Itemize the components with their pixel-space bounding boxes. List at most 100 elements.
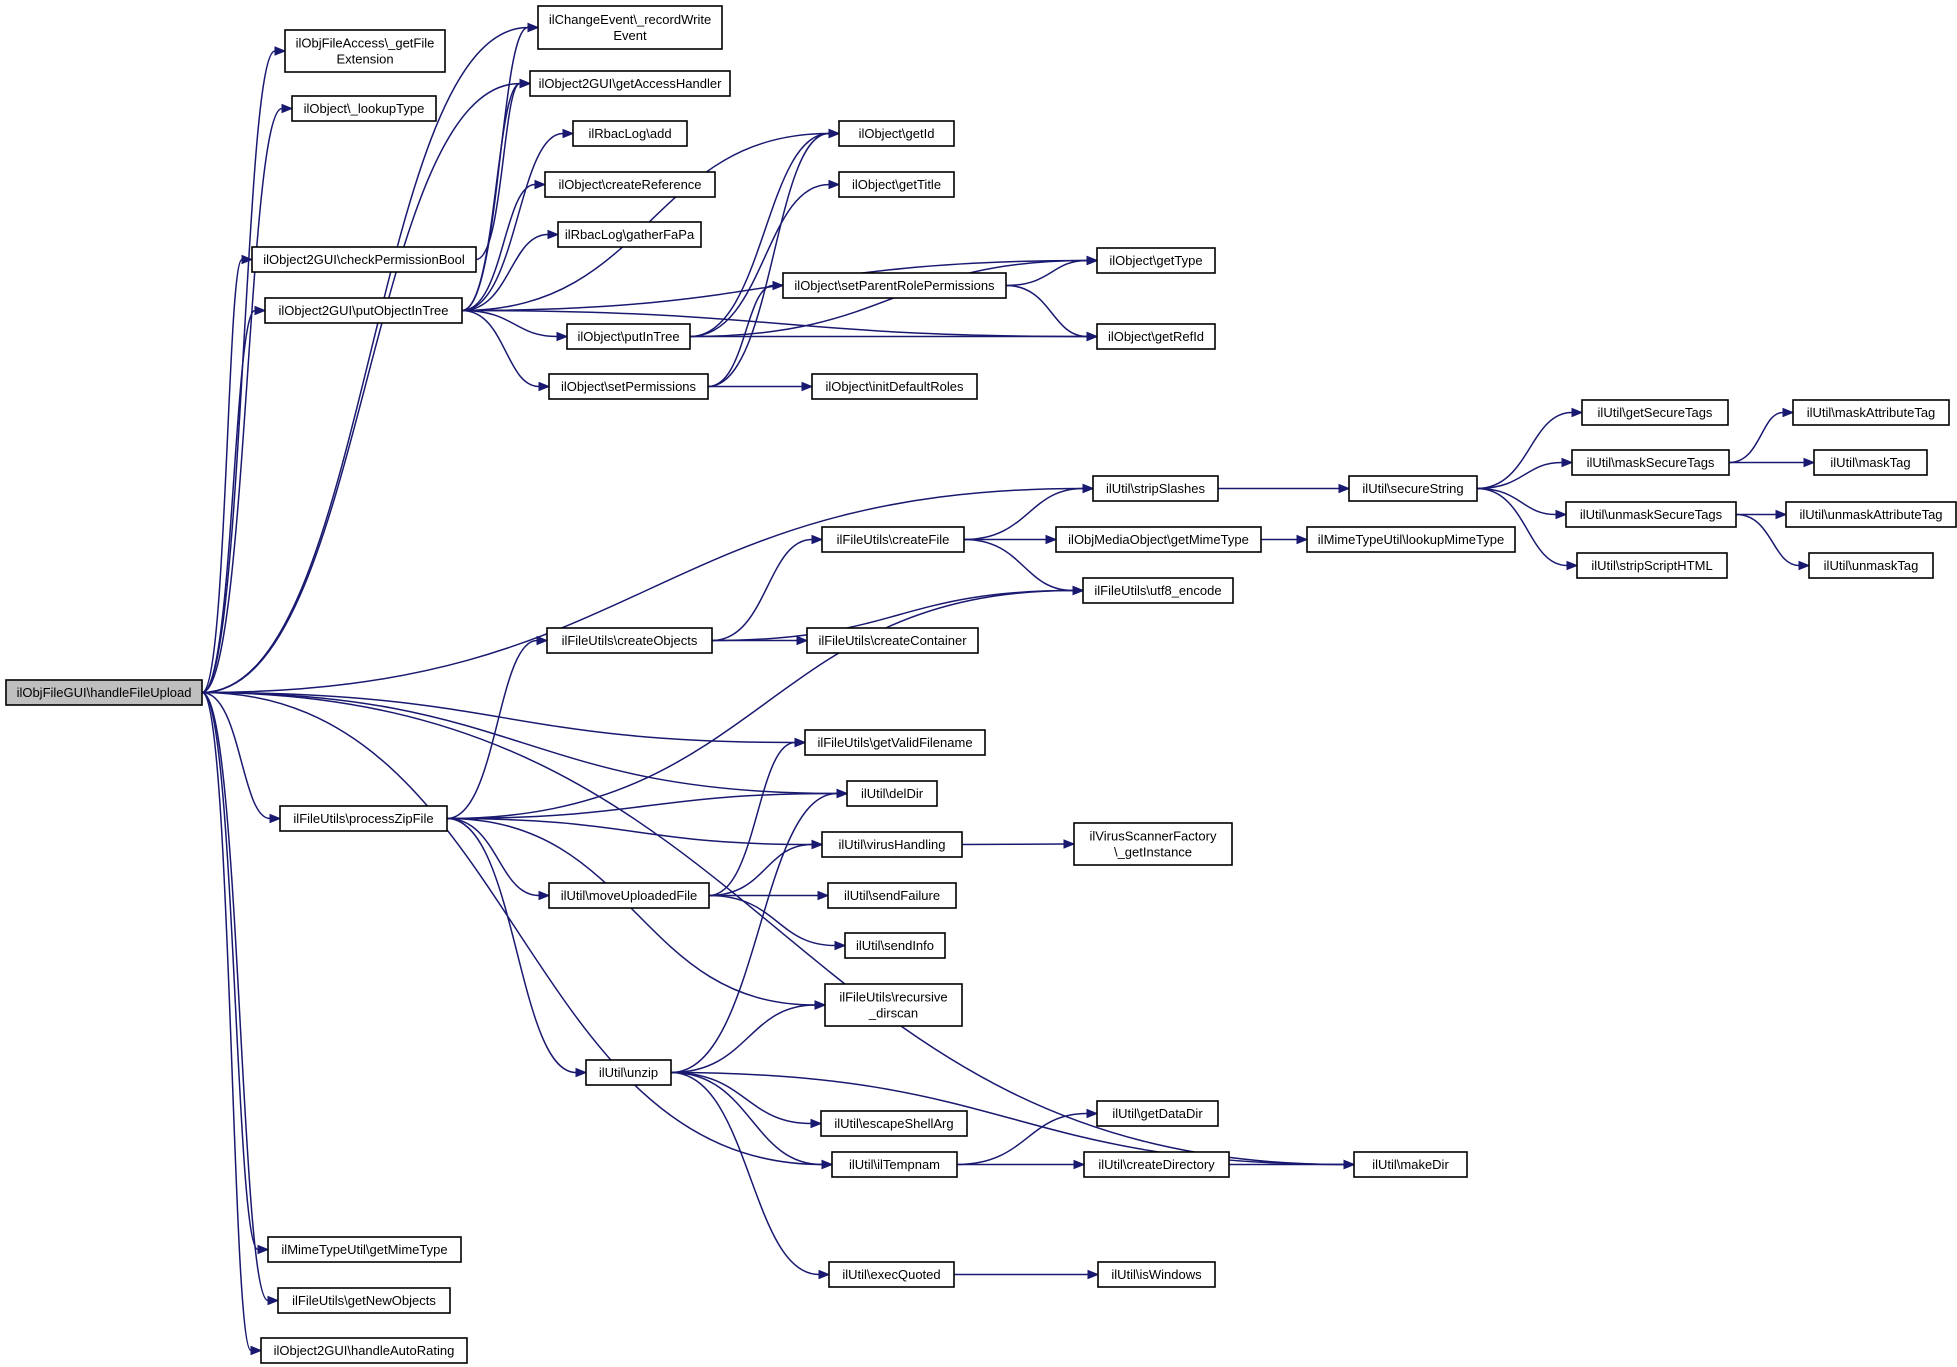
node-strip-slashes[interactable]: ilUtil\stripSlashes (1092, 475, 1219, 502)
node-virus-get-instance[interactable]: ilVirusScannerFactory\_getInstance (1073, 822, 1233, 866)
node-put-in-tree[interactable]: ilObject\putInTree (566, 323, 691, 350)
node-label-line: ilObject\getType (1109, 253, 1202, 268)
node-unzip[interactable]: ilUtil\unzip (585, 1059, 672, 1086)
node-media-get-mime-type[interactable]: ilObjMediaObject\getMimeType (1055, 526, 1262, 553)
edge-line (461, 132, 564, 312)
arrowhead-icon (828, 128, 841, 139)
node-recursive-dirscan[interactable]: ilFileUtils\recursive_dirscan (824, 983, 963, 1027)
node-get-new-objects[interactable]: ilFileUtils\getNewObjects (277, 1287, 451, 1314)
node-mask-attribute-tag[interactable]: ilUtil\maskAttributeTag (1792, 399, 1950, 426)
node-handle-file-upload[interactable]: ilObjFileGUI\handleFileUpload (5, 679, 203, 706)
node-secure-string[interactable]: ilUtil\secureString (1348, 475, 1478, 502)
node-create-objects[interactable]: ilFileUtils\createObjects (546, 627, 713, 654)
edge-line (1005, 284, 1088, 338)
edge-mask-secure-tags-to-mask-tag (1728, 457, 1816, 468)
node-label-line: ilObject\createReference (558, 177, 701, 192)
node-get-type[interactable]: ilObject\getType (1096, 247, 1216, 274)
node-get-data-dir[interactable]: ilUtil\getDataDir (1096, 1100, 1219, 1127)
node-label-line: ilObject\getId (859, 126, 935, 141)
node-process-zip-file[interactable]: ilFileUtils\processZipFile (279, 805, 448, 832)
node-box (264, 297, 463, 324)
node-get-mime-type[interactable]: ilMimeTypeUtil\getMimeType (267, 1236, 462, 1263)
node-get-ref-id[interactable]: ilObject\getRefId (1096, 323, 1216, 350)
node-mask-tag[interactable]: ilUtil\maskTag (1813, 449, 1928, 476)
edge-line (201, 26, 529, 694)
node-lookup-mime-type[interactable]: ilMimeTypeUtil\lookupMimeType (1306, 526, 1516, 553)
edge-process-zip-file-to-recursive-dirscan (446, 817, 827, 1010)
node-make-dir[interactable]: ilUtil\makeDir (1353, 1151, 1468, 1178)
node-create-container[interactable]: ilFileUtils\createContainer (806, 627, 979, 654)
node-get-id[interactable]: ilObject\getId (838, 120, 955, 147)
node-set-permissions[interactable]: ilObject\setPermissions (548, 373, 709, 400)
node-handle-auto-rating[interactable]: ilObject2GUI\handleAutoRating (260, 1337, 468, 1364)
node-get-title[interactable]: ilObject\getTitle (838, 171, 955, 198)
node-box (821, 831, 963, 858)
node-label-line: ilUtil\moveUploadedFile (561, 888, 698, 903)
node-lookup-type[interactable]: ilObject\_lookupType (291, 95, 437, 122)
node-label: ilUtil\createDirectory (1098, 1157, 1215, 1172)
node-label-line: ilVirusScannerFactory (1090, 829, 1217, 844)
node-label-line: _dirscan (868, 1006, 918, 1021)
node-box (1096, 247, 1216, 274)
edge-line (446, 817, 816, 1006)
edge-set-parent-role-permissions-to-get-type (1005, 255, 1099, 287)
node-set-parent-role-permissions[interactable]: ilObject\setParentRolePermissions (782, 272, 1007, 299)
node-label: ilUtil\stripScriptHTML (1591, 558, 1712, 573)
edge-check-permission-bool-to-get-access-handler (475, 78, 532, 261)
node-get-secure-tags[interactable]: ilUtil\getSecureTags (1581, 399, 1729, 426)
node-utf8-encode[interactable]: ilFileUtils\utf8_encode (1082, 577, 1234, 604)
node-label: ilUtil\sendInfo (856, 938, 934, 953)
node-send-failure[interactable]: ilUtil\sendFailure (827, 882, 957, 909)
node-unmask-attribute-tag[interactable]: ilUtil\unmaskAttributeTag (1785, 501, 1957, 528)
arrowhead-icon (534, 179, 547, 190)
node-label: ilObjFileGUI\handleFileUpload (17, 685, 192, 700)
node-box (546, 627, 713, 654)
edge-put-object-in-tree-to-create-reference (461, 179, 547, 312)
node-label-line: ilObjMediaObject\getMimeType (1068, 532, 1249, 547)
node-label-line: ilObject2GUI\putObjectInTree (278, 303, 448, 318)
node-move-uploaded-file[interactable]: ilUtil\moveUploadedFile (548, 882, 710, 909)
node-create-file[interactable]: ilFileUtils\createFile (821, 526, 965, 553)
node-label: ilUtil\unmaskTag (1824, 558, 1919, 573)
node-box (1581, 399, 1729, 426)
node-label-line: ilUtil\unmaskAttributeTag (1799, 507, 1942, 522)
edge-handle-file-upload-to-lookup-type (201, 103, 294, 694)
node-mask-secure-tags[interactable]: ilUtil\maskSecureTags (1571, 449, 1730, 476)
node-box (277, 1287, 451, 1314)
node-label: ilUtil\maskSecureTags (1587, 455, 1715, 470)
node-strip-script-html[interactable]: ilUtil\stripScriptHTML (1576, 552, 1728, 579)
node-del-dir[interactable]: ilUtil\delDir (846, 780, 938, 807)
node-label: ilObject\setParentRolePermissions (794, 278, 995, 293)
node-virus-handling[interactable]: ilUtil\virusHandling (821, 831, 963, 858)
node-unmask-secure-tags[interactable]: ilUtil\unmaskSecureTags (1565, 501, 1737, 528)
node-send-info[interactable]: ilUtil\sendInfo (844, 932, 946, 959)
node-escape-shell-arg[interactable]: ilUtil\escapeShellArg (820, 1110, 968, 1137)
node-check-permission-bool[interactable]: ilObject2GUI\checkPermissionBool (251, 246, 477, 273)
node-gather-fa-pa[interactable]: ilRbacLog\gatherFaPa (557, 221, 702, 248)
node-init-default-roles[interactable]: ilObject\initDefaultRoles (811, 373, 978, 400)
node-exec-quoted[interactable]: ilUtil\execQuoted (828, 1261, 955, 1288)
edge-line (461, 233, 549, 312)
node-create-directory[interactable]: ilUtil\createDirectory (1083, 1151, 1230, 1178)
node-unmask-tag[interactable]: ilUtil\unmaskTag (1808, 552, 1934, 579)
node-label-line: ilUtil\escapeShellArg (834, 1116, 953, 1131)
node-create-reference[interactable]: ilObject\createReference (544, 171, 716, 198)
node-get-valid-filename[interactable]: ilFileUtils\getValidFilename (804, 729, 986, 756)
node-label: ilObject\getType (1109, 253, 1202, 268)
edge-line (446, 639, 538, 820)
arrowhead-icon (1798, 560, 1811, 571)
node-box (1092, 475, 1219, 502)
node-il-tempnam[interactable]: ilUtil\ilTempnam (831, 1151, 958, 1178)
node-label: ilUtil\getSecureTags (1598, 405, 1713, 420)
node-label: ilFileUtils\createFile (837, 532, 950, 547)
node-box (1073, 822, 1233, 866)
node-get-access-handler[interactable]: ilObject2GUI\getAccessHandler (529, 70, 731, 97)
node-rbac-add[interactable]: ilRbacLog\add (572, 120, 688, 147)
edge-unzip-to-escape-shell-arg (670, 1071, 823, 1129)
node-is-windows[interactable]: ilUtil\isWindows (1097, 1261, 1216, 1288)
edge-line (461, 309, 1088, 338)
node-put-object-in-tree[interactable]: ilObject2GUI\putObjectInTree (264, 297, 463, 324)
node-box (251, 246, 477, 273)
